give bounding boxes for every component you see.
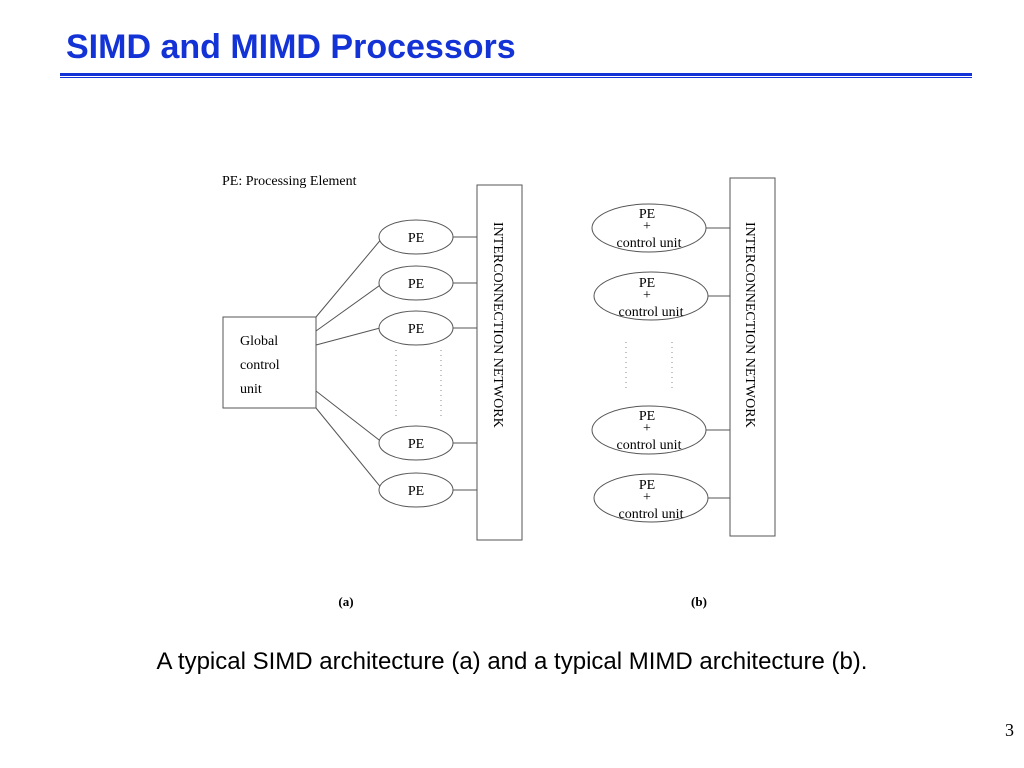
simd-interconnection-network	[476, 184, 523, 541]
page-number: 3	[1005, 720, 1014, 740]
svg-text:PE: PE	[408, 484, 424, 499]
figure-caption: A typical SIMD architecture (a) and a ty…	[156, 648, 868, 675]
mimd-interconnection-network	[729, 177, 776, 537]
global-control-unit-box	[222, 316, 317, 409]
mimd-label: (b)	[691, 594, 707, 609]
simd-architecture: Global control unit PE PE PE PE	[222, 184, 523, 609]
mimd-ellipsis	[625, 342, 673, 392]
mimd-pe-3: PE + control unit	[591, 405, 707, 455]
simd-network-links	[453, 236, 477, 491]
title-underline	[60, 73, 972, 78]
svg-text:PE: PE	[639, 207, 655, 222]
legend-text: PE: Processing Element	[222, 174, 357, 189]
svg-text:+: +	[643, 219, 651, 234]
simd-pe-2: PE	[378, 265, 454, 301]
slide-title: SIMD and MIMD Processors	[66, 28, 516, 66]
simd-pe-5: PE	[378, 472, 454, 508]
svg-text:control unit: control unit	[617, 438, 682, 453]
svg-text:PE: PE	[408, 322, 424, 337]
control-links	[315, 236, 384, 491]
svg-text:PE: PE	[639, 409, 655, 424]
mimd-network-label: INTERCONNECTION NETWORK	[742, 222, 757, 428]
svg-text:control unit: control unit	[617, 236, 682, 251]
svg-text:PE: PE	[408, 437, 424, 452]
mimd-architecture: PE + control unit PE + control unit PE +…	[591, 177, 776, 609]
global-control-unit-line1: Global	[240, 334, 278, 349]
simd-network-label: INTERCONNECTION NETWORK	[490, 222, 505, 428]
svg-text:PE: PE	[639, 478, 655, 493]
global-control-unit-line2: control	[240, 358, 280, 373]
svg-text:+: +	[643, 421, 651, 436]
simd-pe-1: PE	[378, 219, 454, 255]
simd-ellipsis	[395, 350, 442, 420]
svg-text:PE: PE	[639, 276, 655, 291]
svg-text:PE: PE	[408, 277, 424, 292]
mimd-pe-2: PE + control unit	[593, 271, 709, 321]
mimd-network-links	[706, 227, 730, 499]
simd-pe-4: PE	[378, 425, 454, 461]
svg-text:control unit: control unit	[619, 305, 684, 320]
mimd-pe-1: PE + control unit	[591, 203, 707, 253]
svg-text:+: +	[643, 490, 651, 505]
simd-pe-3: PE	[378, 310, 454, 346]
svg-text:+: +	[643, 288, 651, 303]
svg-text:control unit: control unit	[619, 507, 684, 522]
svg-text:PE: PE	[408, 231, 424, 246]
global-control-unit-line3: unit	[240, 382, 262, 397]
simd-label: (a)	[338, 594, 353, 609]
mimd-pe-4: PE + control unit	[593, 473, 709, 523]
